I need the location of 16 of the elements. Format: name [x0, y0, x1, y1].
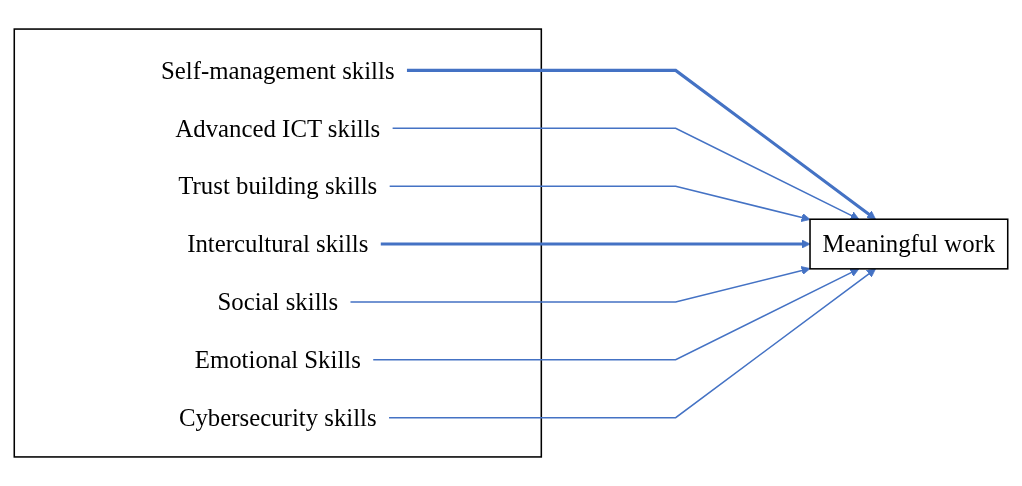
arrow — [380, 239, 811, 249]
arrow — [349, 266, 811, 303]
arrow — [388, 268, 876, 419]
node-text: Self-management skills — [161, 56, 395, 84]
arrow — [406, 68, 876, 220]
arrow — [372, 268, 860, 361]
node-text: Intercultural skills — [187, 230, 369, 258]
arrow — [391, 127, 860, 220]
node-text: Advanced ICT skills — [175, 114, 381, 142]
node-text: Emotional Skills — [194, 346, 361, 374]
node-box: Meaningful work — [809, 218, 1009, 270]
node-text: Cybersecurity skills — [178, 404, 377, 432]
node-text: Social skills — [217, 288, 339, 316]
arrow — [388, 185, 811, 222]
cluster — [13, 28, 543, 458]
node-text: Trust building skills — [178, 172, 378, 200]
